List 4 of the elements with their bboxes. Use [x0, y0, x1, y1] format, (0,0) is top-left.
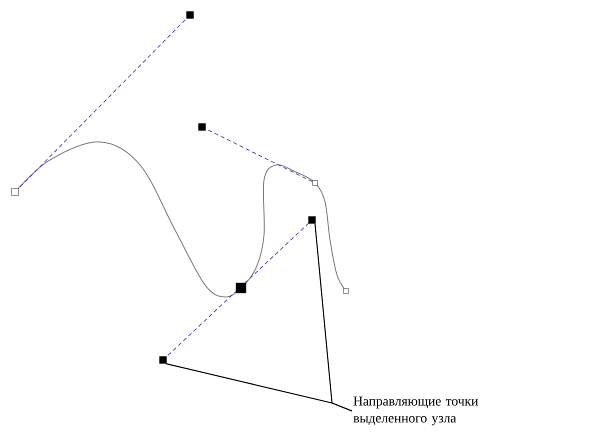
leader-line — [166, 363, 352, 412]
control-point — [308, 216, 316, 224]
control-point — [159, 356, 167, 364]
callout-text: Направляющие точки выделенного узла — [353, 396, 478, 426]
